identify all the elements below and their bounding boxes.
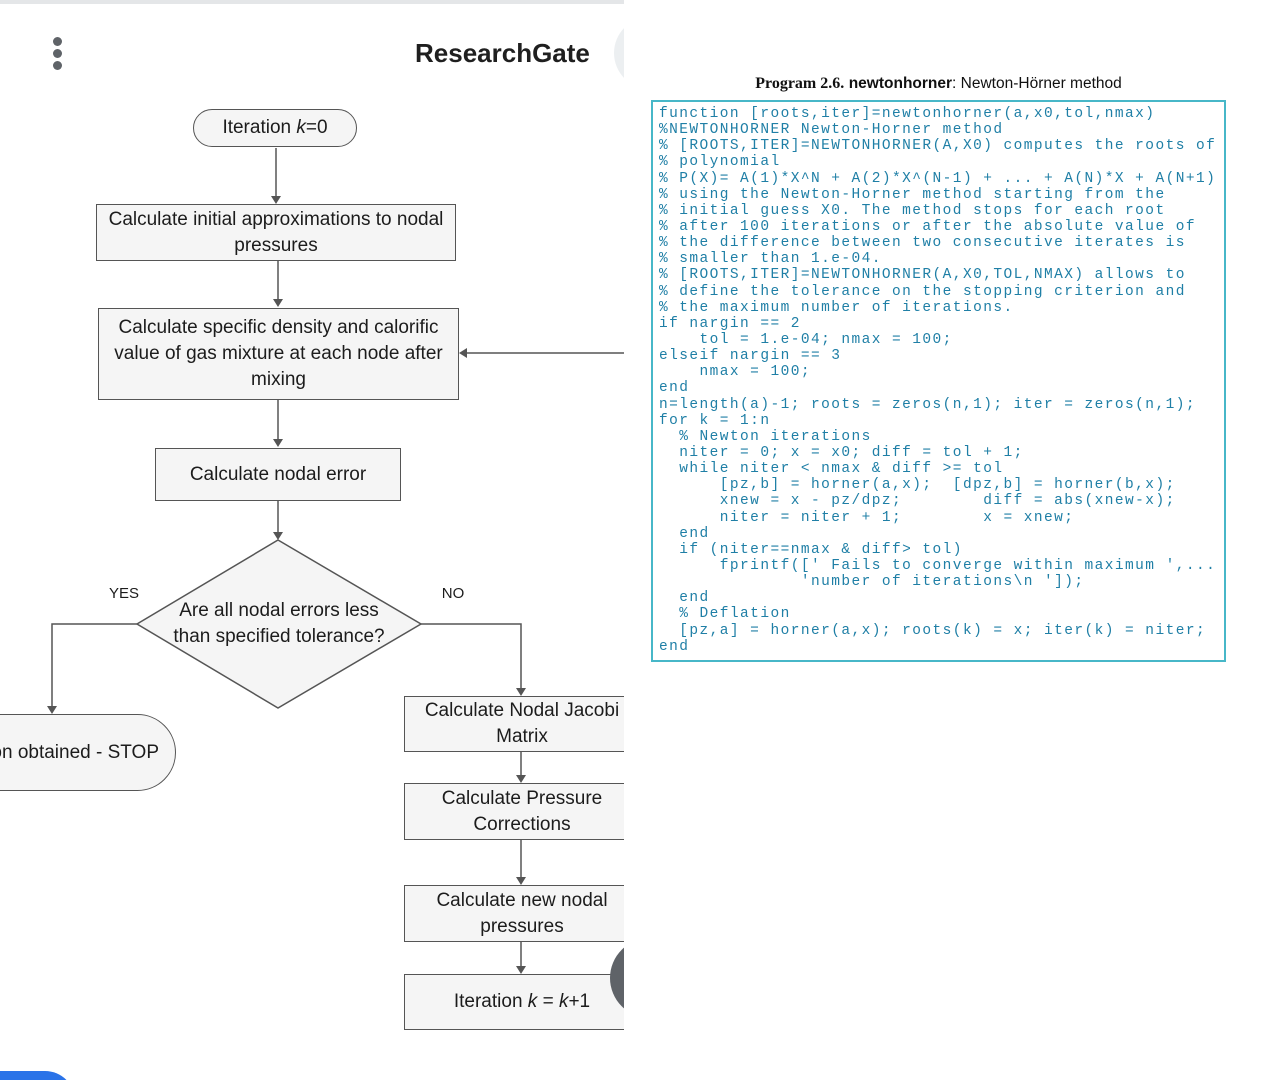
more-vert-icon[interactable] xyxy=(51,37,63,73)
code-line: % [ROOTS,ITER]=NEWTONHORNER(A,X0,TOL,NMA… xyxy=(659,267,1186,284)
code-line: n=length(a)-1; roots = zeros(n,1); iter … xyxy=(659,396,1196,413)
code-line: elseif nargin == 3 xyxy=(659,348,842,365)
code-line: [pz,b] = horner(a,x); [dpz,b] = horner(b… xyxy=(659,477,1176,494)
start-iteration-label: Iteration k=0 xyxy=(222,115,327,141)
connector-yes-branch xyxy=(51,623,137,707)
flowchart-connectors xyxy=(47,148,624,974)
code-line: tol = 1.e-04; nmax = 100; xyxy=(659,331,953,348)
step-label-line: Calculate nodal error xyxy=(189,463,367,485)
code-line: % Deflation xyxy=(659,606,791,623)
decision-diamond xyxy=(135,539,423,709)
step-label-line: Calculate Nodal Jacobi xyxy=(424,700,620,721)
code-line: % after 100 iterations or after the abso… xyxy=(659,218,1196,235)
label-text: =0 xyxy=(305,117,328,138)
variable-k: k xyxy=(558,991,569,1012)
step-label-line: Calculate initial approximations to noda… xyxy=(108,208,444,230)
caption-label: Program 2.6. xyxy=(755,75,845,92)
code-line: if nargin == 2 xyxy=(659,315,801,332)
code-line: % using the Newton-Horner method startin… xyxy=(659,186,1166,203)
decision-label-line: Are all nodal errors less xyxy=(179,600,379,621)
arrowhead xyxy=(273,532,283,540)
code-line: % the maximum number of iterations. xyxy=(659,299,1014,316)
code-line: % initial guess X0. The method stops for… xyxy=(659,202,1166,219)
step-label-line: mixing xyxy=(251,369,306,390)
code-line: for k = 1:n xyxy=(659,412,771,429)
code-line: %NEWTONHORNER Newton-Horner method xyxy=(659,122,1004,139)
arrowhead xyxy=(516,688,526,696)
arrowhead xyxy=(47,706,57,714)
top-divider xyxy=(0,0,624,4)
step-label-line: Calculate specific density and calorific xyxy=(118,317,439,338)
code-line: nmax = 100; xyxy=(659,364,811,381)
arrowhead xyxy=(273,299,283,307)
step-label-line: Corrections xyxy=(473,813,571,835)
nodal-error-step: Calculate nodal error xyxy=(155,448,401,501)
new-pressures-step: Calculate new nodal pressures xyxy=(404,885,624,942)
code-line: % [ROOTS,ITER]=NEWTONHORNER(A,X0) comput… xyxy=(659,138,1217,155)
code-line: end xyxy=(659,638,690,655)
decision-question: Are all nodal errors less than specified… xyxy=(137,598,421,650)
stop-node: on obtained - STOP xyxy=(0,714,176,791)
step-label-line: Calculate new nodal xyxy=(436,889,608,911)
arrowhead xyxy=(271,196,281,204)
code-line: end xyxy=(659,380,690,397)
arrowhead xyxy=(273,439,283,447)
arrowhead xyxy=(459,348,467,358)
pressure-corrections-step: Calculate Pressure Corrections xyxy=(404,783,624,840)
code-line: fprintf([' Fails to converge within maxi… xyxy=(659,557,1217,574)
code-line: % define the tolerance on the stopping c… xyxy=(659,283,1186,300)
program-caption: Program 2.6. newtonhorner: Newton-Hörner… xyxy=(651,74,1226,94)
code-line: [pz,a] = horner(a,x); roots(k) = x; iter… xyxy=(659,622,1207,639)
stop-label: on obtained - STOP xyxy=(0,741,159,763)
code-line: xnew = x - pz/dpz; diff = abs(xnew-x); xyxy=(659,493,1176,510)
code-line: end xyxy=(659,525,710,542)
label-text: Iteration xyxy=(453,991,528,1012)
decision-label-line: than specified tolerance? xyxy=(173,626,385,647)
code-line: function [roots,iter]=newtonhorner(a,x0,… xyxy=(659,106,1156,122)
arrowhead xyxy=(516,775,526,783)
menu-dot xyxy=(52,49,62,58)
next-iteration-step: Iteration k = k+1 xyxy=(404,974,624,1030)
step-label-line: Matrix xyxy=(496,726,548,747)
start-iteration-node: Iteration k=0 xyxy=(193,109,357,147)
initial-approximations-step: Calculate initial approximations to noda… xyxy=(96,204,456,261)
caption-function-name: newtonhorner xyxy=(848,75,953,92)
code-line: % Newton iterations xyxy=(659,428,872,445)
step-label-line: value of gas mixture at each node after xyxy=(114,343,443,364)
code-line: niter = niter + 1; x = xnew; xyxy=(659,509,1075,526)
variable-k: k xyxy=(527,991,538,1012)
menu-dot xyxy=(52,37,62,46)
step-label-line: pressures xyxy=(234,234,318,256)
code-line: 'number of iterations\n ']); xyxy=(659,574,1085,591)
code-line: niter = 0; x = x0; diff = tol + 1; xyxy=(659,444,1024,461)
arrowhead xyxy=(516,877,526,885)
code-line: % smaller than 1.e-04. xyxy=(659,251,882,268)
menu-dot xyxy=(52,61,62,70)
code-line: if (niter==nmax & diff> tol) xyxy=(659,541,963,558)
density-calorific-step: Calculate specific density and calorific… xyxy=(98,308,459,400)
yes-label: YES xyxy=(108,585,139,602)
caption-description: : Newton-Hörner method xyxy=(952,75,1122,92)
code-line: while niter < nmax & diff >= tol xyxy=(659,461,1004,478)
label-text: = xyxy=(537,991,559,1012)
app-title: ResearchGate xyxy=(415,38,590,68)
partial-header-button[interactable] xyxy=(614,17,624,89)
step-label-line: pressures xyxy=(480,915,564,937)
code-line: % the difference between two consecutive… xyxy=(659,235,1186,252)
code-line: end xyxy=(659,590,710,607)
step-label-line: Calculate Pressure xyxy=(441,787,603,809)
arrowhead xyxy=(516,966,526,974)
variable-k: k xyxy=(296,117,306,138)
connector-no-branch xyxy=(421,623,522,689)
partial-bottom-button[interactable] xyxy=(0,1071,75,1080)
code-line: % polynomial xyxy=(659,154,781,171)
code-listing: function [roots,iter]=newtonhorner(a,x0,… xyxy=(651,100,1226,662)
researchgate-app-view: ResearchGate xyxy=(0,0,624,1080)
label-text: Iteration xyxy=(222,117,297,138)
code-line: % P(X)= A(1)*X^N + A(2)*X^(N-1) + ... + … xyxy=(659,170,1217,187)
no-label: NO xyxy=(441,585,465,602)
label-text: +1 xyxy=(568,991,591,1012)
next-iteration-label: Iteration k = k+1 xyxy=(454,989,590,1015)
jacobi-matrix-step: Calculate Nodal Jacobi Matrix xyxy=(404,696,624,752)
